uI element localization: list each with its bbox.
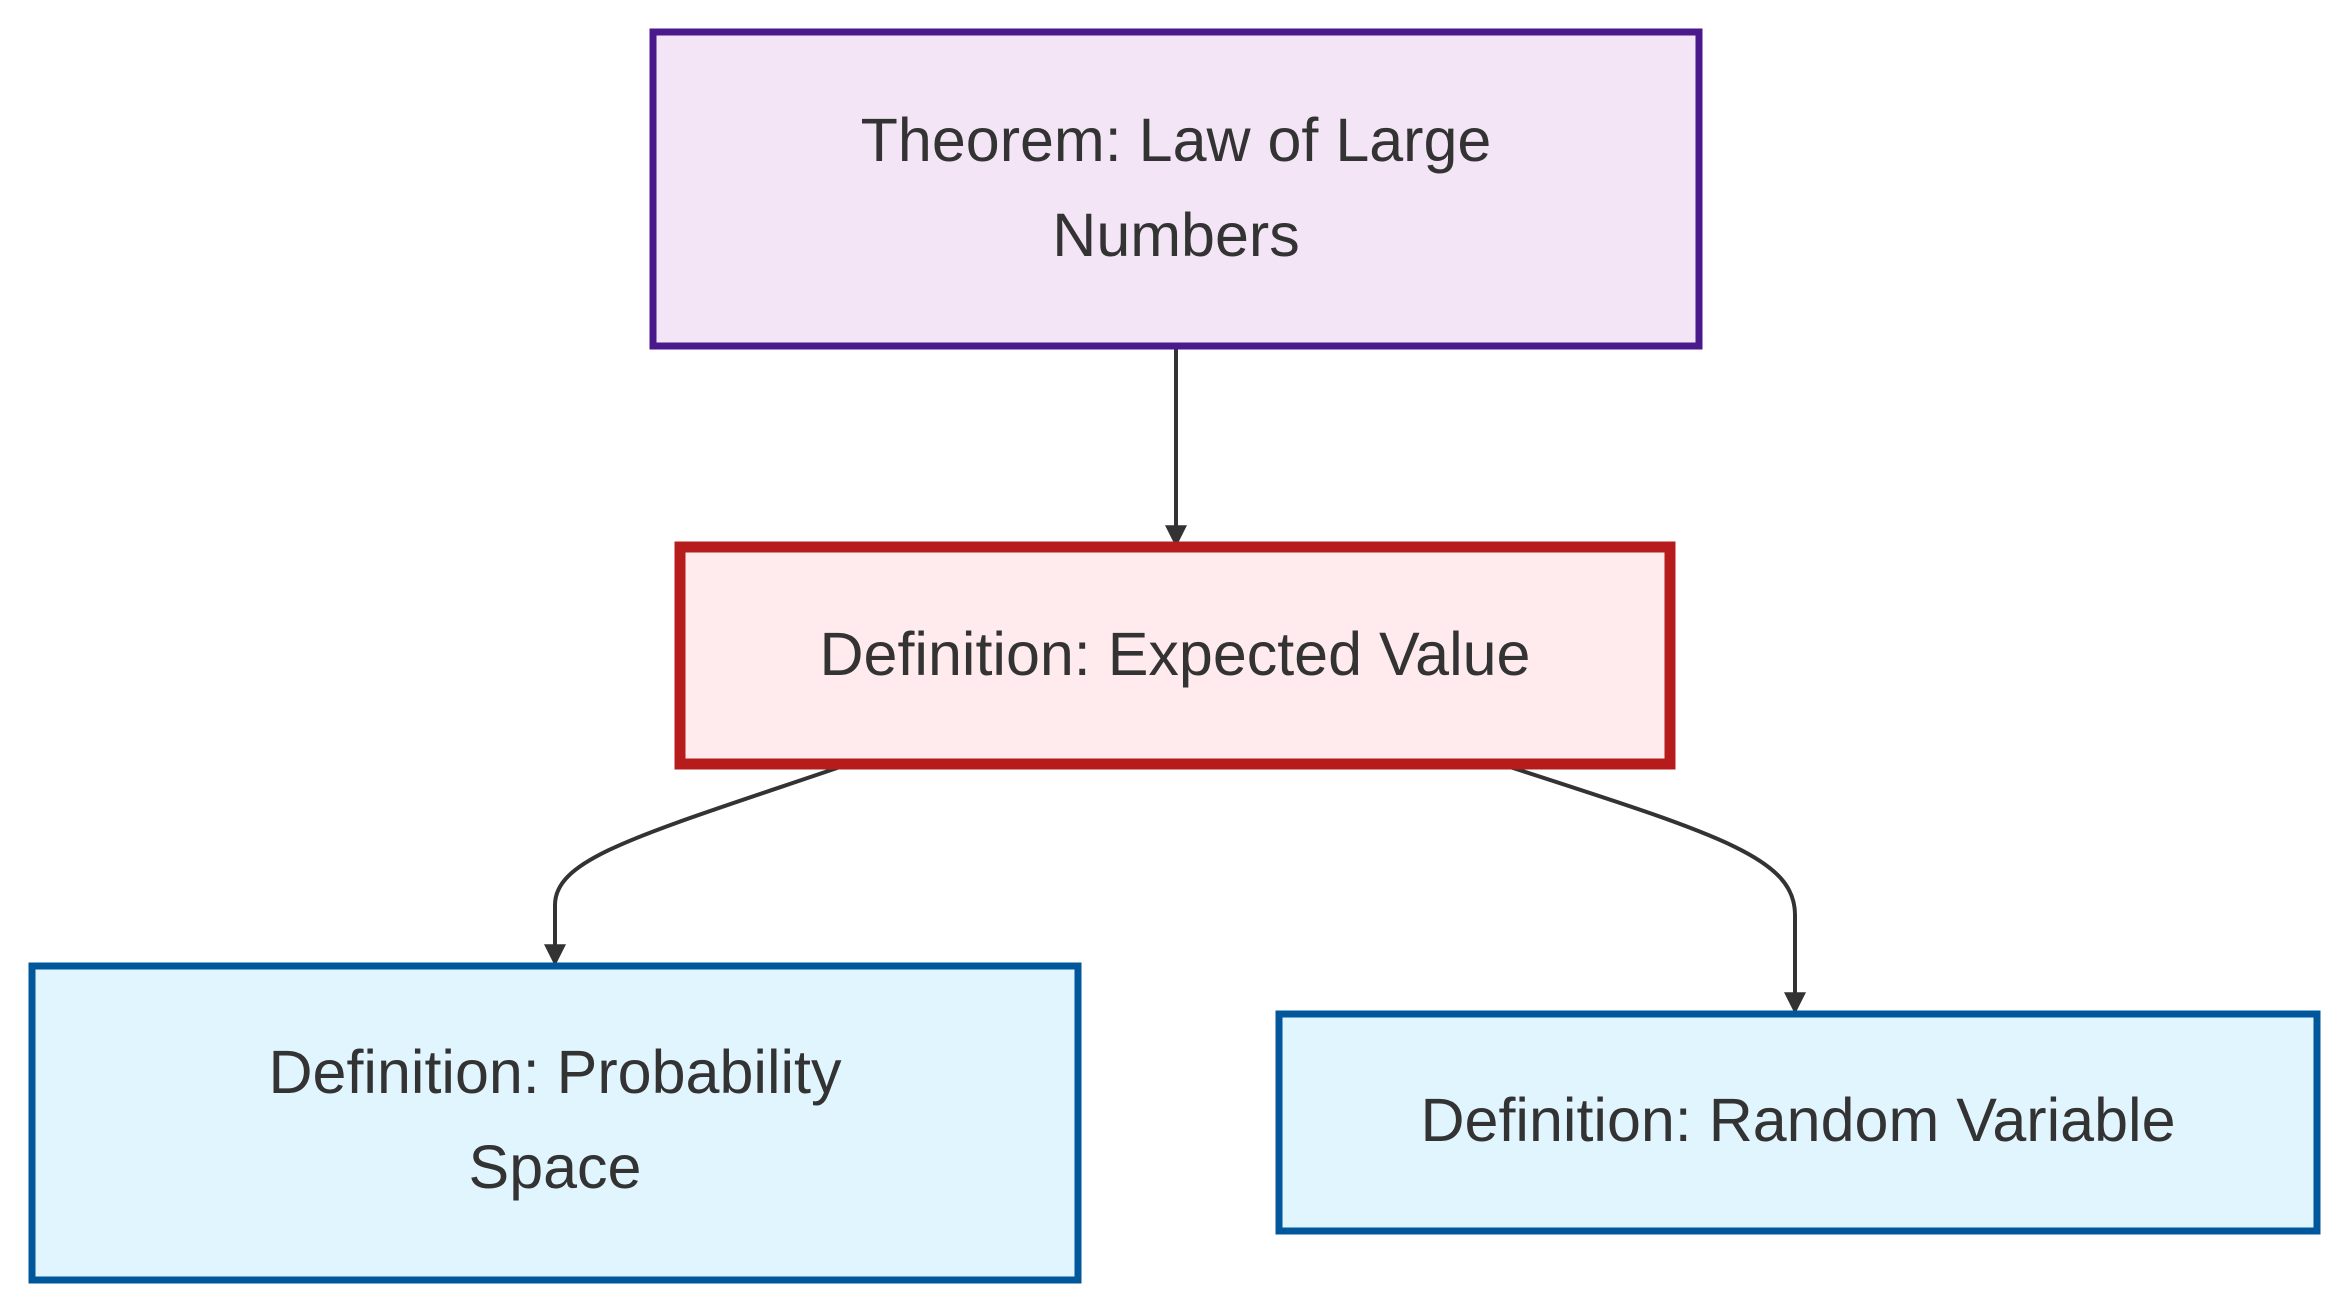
node-box [674,541,1676,770]
edges [544,346,1806,1015]
node-theorem-law-of-large-numbers[interactable]: Theorem: Law of Large Numbers [649,28,1703,350]
node-definition-probability-space[interactable]: Definition: Probability Space [28,962,1082,1284]
node-label-line-2: Numbers [1052,201,1299,269]
node-definition-random-variable[interactable]: Definition: Random Variable [1275,1010,2321,1235]
node-box [28,962,1082,1284]
node-box [649,28,1703,350]
node-label-line-1: Definition: Probability [268,1038,842,1106]
node-label-line-1: Definition: Expected Value [820,620,1531,688]
node-label-line-2: Space [469,1133,642,1201]
edge-expected-value-to-random-variable [1509,765,1806,1015]
node-label-line-1: Theorem: Law of Large [861,106,1492,174]
edge-expected-value-to-probability-space [544,765,841,967]
node-definition-expected-value[interactable]: Definition: Expected Value [674,541,1676,770]
node-label-line-1: Definition: Random Variable [1421,1086,2176,1154]
node-box [1275,1010,2321,1235]
